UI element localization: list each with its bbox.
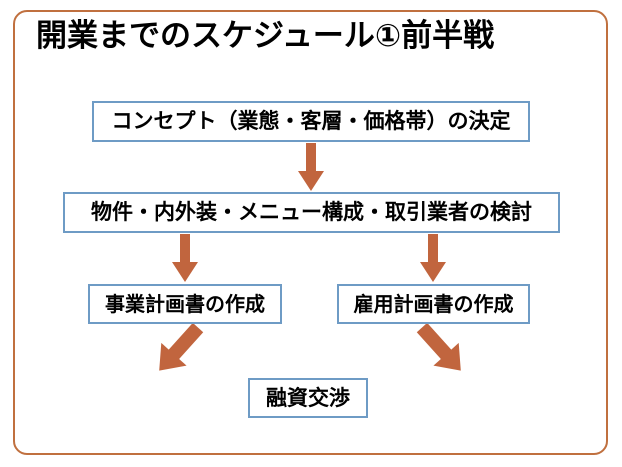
flow-node-concept[interactable]: コンセプト（業態・客層・価格帯）の決定: [92, 101, 530, 142]
slide-frame-border: [13, 10, 608, 455]
page-title: 開業までのスケジュール①前半戦: [36, 18, 495, 54]
flow-node-business-plan[interactable]: 事業計画書の作成: [88, 284, 282, 324]
flow-node-financing[interactable]: 融資交渉: [248, 378, 368, 418]
flow-node-employment-plan[interactable]: 雇用計画書の作成: [337, 284, 530, 324]
flow-node-property[interactable]: 物件・内外装・メニュー構成・取引業者の検討: [63, 192, 560, 233]
